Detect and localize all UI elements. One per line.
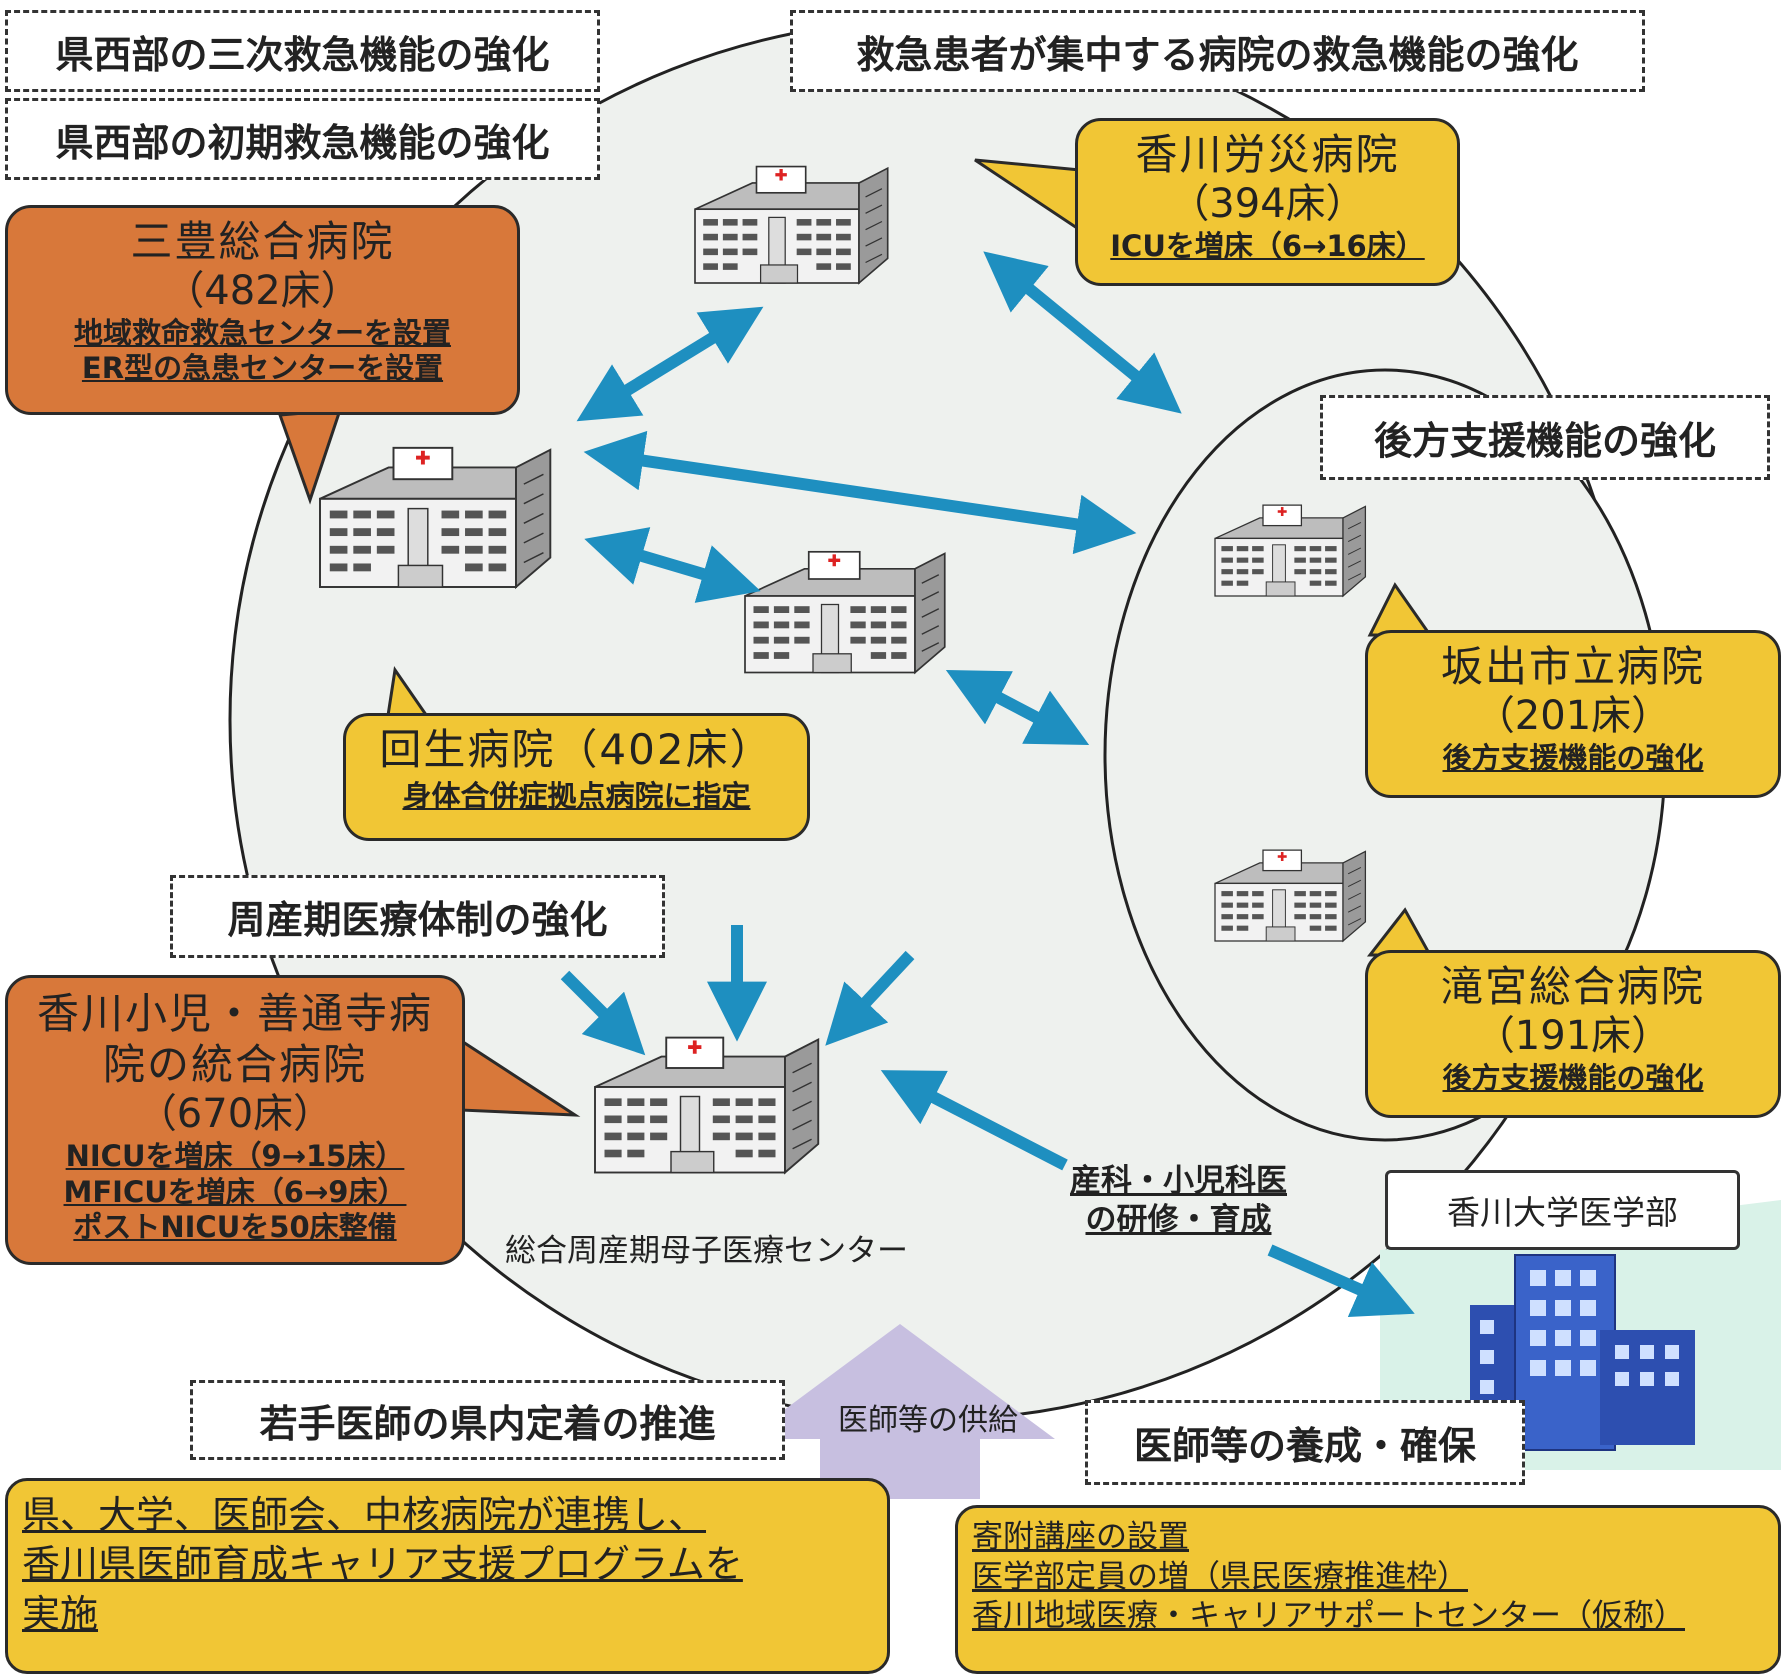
takinomiya-name: 滝宮総合病院 — [1440, 962, 1705, 1011]
kaisei-callout: 回生病院（402床） 身体合併症拠点病院に指定 — [343, 713, 810, 841]
university-building-icon — [1380, 1200, 1781, 1470]
career-program-line: 香川県医師育成キャリア支援プログラムを — [22, 1542, 743, 1587]
sakaide-callout: 坂出市立病院 （201床） 後方支援機能の強化 — [1365, 630, 1781, 798]
arrow-mitoyo-rosai — [576, 306, 764, 422]
rosai-name: 香川労災病院 — [1135, 130, 1400, 179]
training-measure-line: 医学部定員の増（県民医療推進枠） — [972, 1558, 1468, 1595]
perinatal-center-label: 総合周産期母子医療センター — [505, 1233, 908, 1269]
career-program-line: 実施 — [22, 1591, 99, 1636]
kagawa-child-name: 香川小児・善通寺病 — [36, 989, 433, 1038]
training-label-line: 産科・小児科医 — [1070, 1163, 1287, 1199]
takinomiya-beds: （191床） — [1474, 1013, 1672, 1060]
arrow-down-right — [825, 950, 915, 1046]
rosai-note: ICUを増床（6→16床） — [1110, 229, 1425, 264]
arrow-mitoyo-backup — [583, 430, 1137, 555]
career-program-box: 県、大学、医師会、中核病院が連携し、 香川県医師育成キャリア支援プログラムを 実… — [5, 1478, 890, 1674]
young-doctors-heading: 若手医師の県内定着の推進 — [190, 1380, 785, 1460]
arrow-down-left — [560, 970, 646, 1056]
training-measure-line: 香川地域医療・キャリアサポートセンター（仮称） — [972, 1598, 1685, 1635]
takinomiya-note: 後方支援機能の強化 — [1442, 1061, 1704, 1096]
sakaide-beds: （201床） — [1474, 693, 1672, 740]
kagawa-child-note: NICUを増床（9→15床） — [65, 1139, 405, 1174]
mitoyo-note: ER型の急患センターを設置 — [81, 351, 444, 386]
training-heading: 医師等の養成・確保 — [1085, 1400, 1525, 1485]
takinomiya-callout: 滝宮総合病院 （191床） 後方支援機能の強化 — [1365, 950, 1781, 1118]
mitoyo-note: 地域救命救急センターを設置 — [73, 316, 451, 351]
career-program-line: 県、大学、医師会、中核病院が連携し、 — [22, 1493, 707, 1537]
mitoyo-beds: （482床） — [164, 268, 361, 315]
west-tertiary-heading: 県西部の三次救急機能の強化 — [5, 10, 600, 92]
arrow-to-university — [1267, 1244, 1415, 1317]
arrow-rosai-backup — [983, 251, 1182, 414]
arrow-university-center — [880, 1070, 1068, 1171]
kaisei-note: 身体合併症拠点病院に指定 — [402, 779, 751, 814]
rosai-beds: （394床） — [1169, 181, 1366, 228]
supply-arrow — [745, 1324, 1055, 1499]
training-label-line: の研修・育成 — [1085, 1201, 1272, 1238]
training-measure-line: 寄附講座の設置 — [972, 1519, 1189, 1555]
west-primary-heading: 県西部の初期救急機能の強化 — [5, 98, 600, 180]
kagawa-child-note: MFICUを増床（6→9床） — [63, 1174, 407, 1209]
arrow-mitoyo-kaisei — [584, 527, 761, 603]
backup-heading: 後方支援機能の強化 — [1320, 395, 1770, 480]
perinatal-heading: 周産期医療体制の強化 — [170, 875, 665, 958]
university-label: 香川大学医学部 — [1385, 1170, 1740, 1250]
mitoyo-callout: 三豊総合病院 （482床） 地域救命救急センターを設置 ER型の急患センターを設… — [5, 205, 520, 415]
kagawa-child-callout: 香川小児・善通寺病 院の統合病院 （670床） NICUを増床（9→15床） M… — [5, 975, 465, 1265]
mitoyo-name: 三豊総合病院 — [130, 217, 395, 266]
arrow-kaisei-backup — [945, 669, 1090, 746]
sakaide-name: 坂出市立病院 — [1440, 642, 1705, 691]
concentrated-emergency-heading: 救急患者が集中する病院の救急機能の強化 — [790, 10, 1645, 92]
kagawa-child-beds: （670床） — [136, 1091, 334, 1138]
arrows — [560, 251, 1415, 1317]
training-measures-box: 寄附講座の設置 医学部定員の増（県民医療推進枠） 香川地域医療・キャリアサポート… — [955, 1505, 1781, 1674]
supply-label: 医師等の供給 — [838, 1403, 1018, 1438]
training-arrow-label: 産科・小児科医 の研修・育成 — [1070, 1162, 1287, 1240]
sakaide-note: 後方支援機能の強化 — [1442, 741, 1704, 776]
rosai-callout: 香川労災病院 （394床） ICUを増床（6→16床） — [1075, 118, 1460, 286]
kagawa-child-note: ポストNICUを50床整備 — [73, 1210, 397, 1245]
kagawa-child-name: 院の統合病院 — [102, 1040, 367, 1090]
kaisei-name: 回生病院（402床） — [379, 725, 774, 774]
